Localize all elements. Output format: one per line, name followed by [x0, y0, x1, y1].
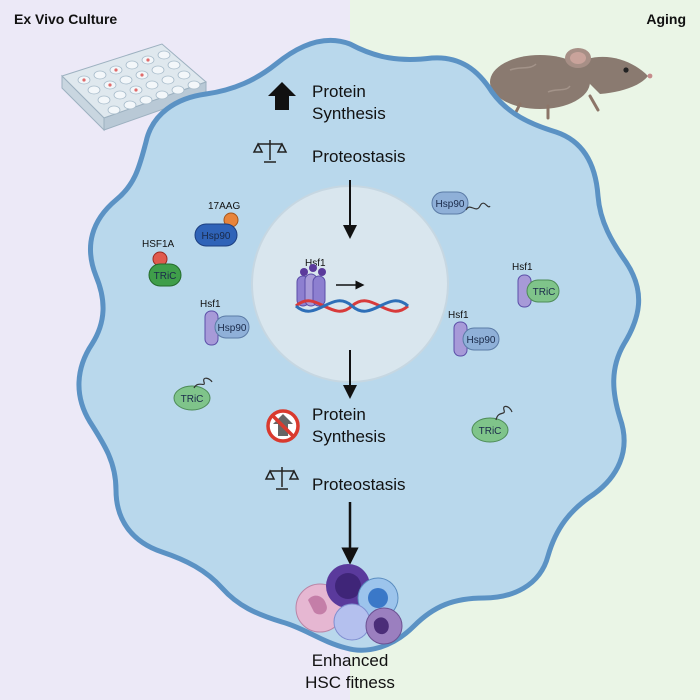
- bottom-proteostasis-label: Proteostasis: [312, 475, 406, 494]
- hsf1-right-a-label: Hsf1: [512, 262, 533, 273]
- ex-vivo-culture-title: Ex Vivo Culture: [14, 11, 117, 27]
- hsp90-bound-icon: [194, 223, 238, 247]
- outcome-line2: HSC fitness: [305, 673, 395, 692]
- 17aag-label: 17AAG: [208, 201, 240, 212]
- hsp90-left-icon: [214, 315, 250, 339]
- unfolded-peptide-icon-right: [465, 202, 491, 211]
- hsp90-bound-label: Hsp90: [202, 231, 231, 242]
- hsf1-right-b-label: Hsf1: [448, 310, 469, 321]
- no-increase-icon: [266, 409, 300, 443]
- hsp90-right-label: Hsp90: [436, 199, 465, 210]
- hsf1-left-label: Hsf1: [200, 299, 221, 310]
- bottom-protein-label: Protein: [312, 405, 366, 424]
- aging-title: Aging: [646, 11, 686, 27]
- hsp90-left-label: Hsp90: [218, 323, 247, 334]
- tric-bound-label: TRiC: [154, 271, 177, 282]
- unfolded-peptide-icon-right-b: [495, 405, 513, 421]
- balance-scale-icon-bottom: [264, 467, 300, 490]
- hsf1-trimer-icon: [296, 264, 326, 307]
- unfolded-peptide-icon: [193, 377, 213, 389]
- bottom-synthesis-label: Synthesis: [312, 427, 386, 446]
- tric-left-icon: [173, 385, 211, 411]
- hsp90-right-b-label: Hsp90: [467, 335, 496, 346]
- hsf1a-label: HSF1A: [142, 239, 175, 250]
- tric-right-b-icon: [471, 417, 509, 443]
- top-protein-label: Protein: [312, 82, 366, 101]
- tric-left-label: TRiC: [181, 394, 204, 405]
- outcome-line1: Enhanced: [312, 651, 389, 670]
- hsp90-right-b-icon: [462, 327, 500, 351]
- hsf1-nucleus-label: Hsf1: [305, 258, 326, 269]
- tric-right-b-label: TRiC: [479, 426, 502, 437]
- tric-right-a-label: TRiC: [533, 287, 556, 298]
- balance-scale-icon: [252, 140, 288, 163]
- well-plate-icon: [61, 43, 207, 132]
- top-proteostasis-label: Proteostasis: [312, 147, 406, 166]
- dna-helix-icon: [294, 299, 410, 313]
- tric-bound-icon: [148, 263, 182, 287]
- up-arrow-icon: [268, 82, 296, 110]
- tric-right-a-icon: [526, 279, 560, 303]
- top-synthesis-label: Synthesis: [312, 104, 386, 123]
- hsc-cells-icon: [295, 564, 403, 645]
- hsp90-right-icon: [431, 191, 469, 215]
